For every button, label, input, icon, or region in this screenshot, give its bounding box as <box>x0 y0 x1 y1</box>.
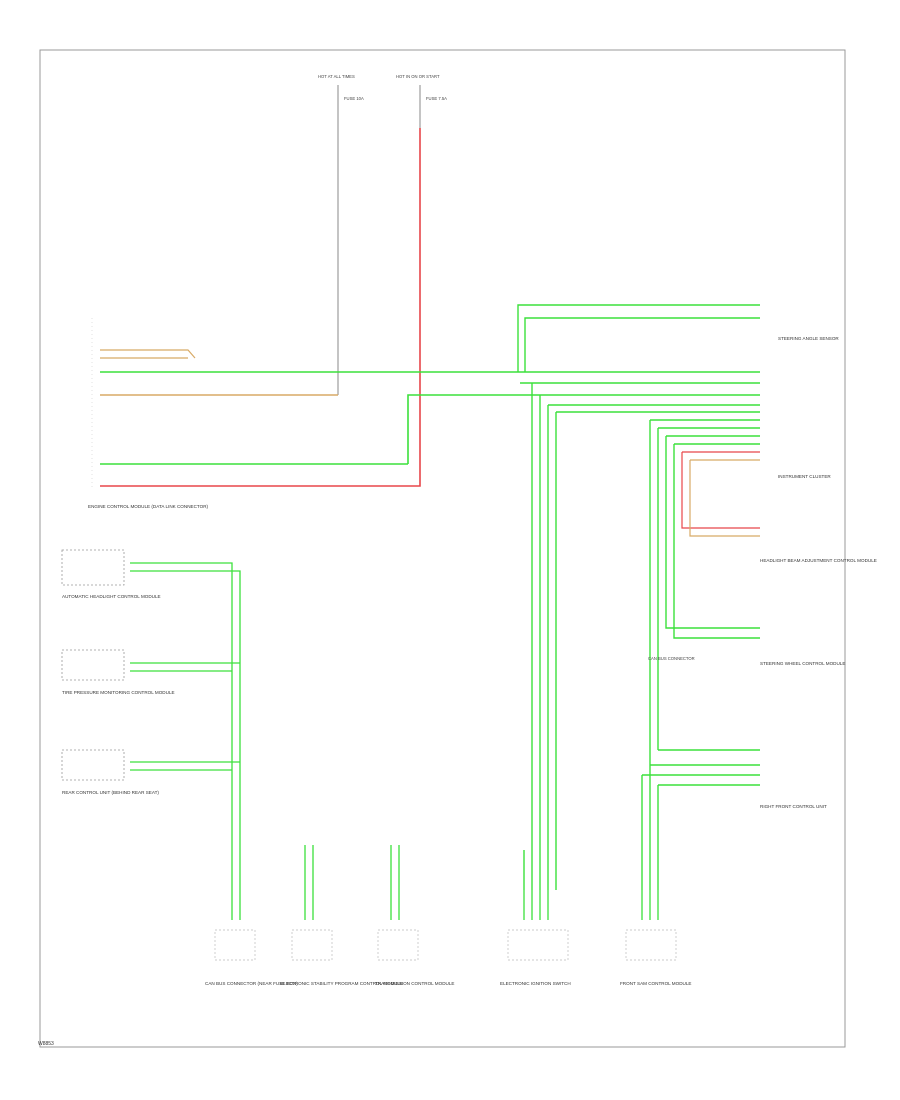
left-component-label-3: TIRE PRESSURE MONITORING CONTROL MODULE <box>62 690 175 695</box>
left-component-label-4: REAR CONTROL UNIT (BEHIND REAR SEAT) <box>62 790 159 795</box>
fuse-note-2: FUSE 7.5A <box>426 96 447 101</box>
left-module-1: AUTOMATIC HEADLIGHT CONTROL MODULE <box>61 549 241 765</box>
diagram-frame <box>39 49 846 1048</box>
bottom-component-label-4: ELECTRONIC IGNITION SWITCH <box>500 981 571 986</box>
right-component-label-1: STEERING ANGLE SENSOR <box>778 336 839 341</box>
right-component-label-5: RIGHT FRONT CONTROL UNIT <box>760 804 827 809</box>
power-feed-label-2: HOT IN ON OR START <box>396 74 440 79</box>
right-component-label-3: HEADLIGHT BEAM ADJUSTMENT CONTROL MODULE <box>760 558 877 563</box>
bottom-component-label-2: ELECTRONIC STABILITY PROGRAM CONTROL MOD… <box>280 981 403 986</box>
bottom-component-label-5: FRONT SAM CONTROL MODULE <box>620 981 691 986</box>
left-module-3: REAR CONTROL UNIT (BEHIND REAR SEAT) <box>61 749 240 795</box>
left-component-label-2: AUTOMATIC HEADLIGHT CONTROL MODULE <box>62 594 161 599</box>
power-feed-label-1: HOT AT ALL TIMES <box>318 74 355 79</box>
splice-note: CAN BUS CONNECTOR <box>648 656 695 661</box>
data-link-connector: ENGINE CONTROL MODULE (DATA LINK CONNECT… <box>88 318 520 509</box>
bottom-connectors <box>214 845 677 961</box>
left-component-label-1: ENGINE CONTROL MODULE (DATA LINK CONNECT… <box>88 504 209 509</box>
fuse-note-1: FUSE 10A <box>344 96 364 101</box>
diagram-code: W8853 <box>38 1041 54 1047</box>
instrument-cluster-wires <box>641 419 760 890</box>
bottom-component-label-3: TRANSMISSION CONTROL MODULE <box>375 981 454 986</box>
bottom-component-label-1: CAN BUS CONNECTOR (NEAR FUSE BOX) <box>205 981 298 986</box>
power-feed-left: HOT AT ALL TIMES FUSE 10A <box>318 74 364 395</box>
right-component-label-4: STEERING WHEEL CONTROL MODULE <box>760 661 845 666</box>
can-bus-main <box>407 304 760 890</box>
power-feed-right: HOT IN ON OR START FUSE 7.5A <box>100 74 447 487</box>
right-component-label-2: INSTRUMENT CLUSTER <box>778 474 831 479</box>
left-module-2: TIRE PRESSURE MONITORING CONTROL MODULE <box>61 649 240 695</box>
